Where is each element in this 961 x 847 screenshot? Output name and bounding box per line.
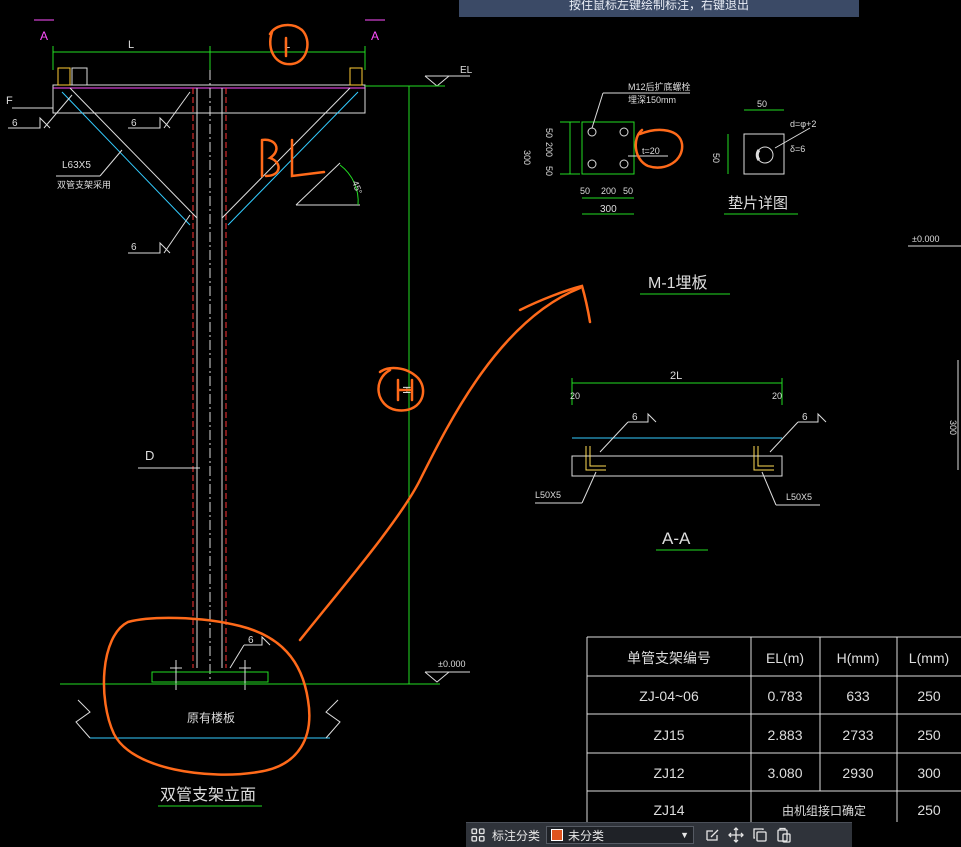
table-cell: ZJ-04~06 [639, 688, 699, 704]
svg-text:50: 50 [544, 128, 554, 138]
table-cell: ZJ15 [653, 727, 684, 743]
section-mark-left: A [40, 29, 48, 43]
brace-note: 双管支架采用 [57, 179, 111, 190]
table-cell: 由机组接口确定 [782, 803, 866, 818]
svg-text:20: 20 [772, 391, 782, 401]
svg-text:6: 6 [632, 412, 638, 423]
elevation-view: A A L L F 6 6 6 [6, 19, 473, 807]
table-cell: 2930 [842, 765, 873, 781]
category-label: 标注分类 [492, 828, 541, 843]
table-cell: 0.783 [767, 688, 802, 704]
embed-plate-detail: 300 50 200 50 50 200 50 300 M12后扩底螺栓 埋深1… [522, 81, 730, 295]
elev-zero-left: ±0.000 [438, 659, 465, 669]
table-header: L(mm) [909, 650, 949, 666]
hint-bar: 按住鼠标左键绘制标注，右键退出 [459, 0, 859, 17]
table-header: H(mm) [837, 650, 880, 666]
label-EL: EL [460, 65, 473, 76]
table-cell: 2733 [842, 727, 873, 743]
aa-title: A-A [662, 529, 691, 548]
bolt-note-1: M12后扩底螺栓 [628, 81, 691, 92]
table-cell: 250 [917, 688, 941, 704]
table-cell: 633 [846, 688, 870, 704]
table-header: EL(m) [766, 650, 804, 666]
paste-icon[interactable] [772, 823, 796, 847]
copy-icon[interactable] [748, 823, 772, 847]
table-header: 单管支架编号 [627, 650, 711, 666]
edit-icon[interactable] [700, 823, 724, 847]
table-cell: ZJ12 [653, 765, 684, 781]
bolt-note-2: 埋深150mm [628, 95, 676, 105]
aa-angle-left: L50X5 [535, 490, 561, 500]
annotation-toolbar: 标注分类 未分类 ▼ [466, 822, 852, 847]
svg-text:300: 300 [522, 150, 532, 165]
move-icon[interactable] [724, 823, 748, 847]
category-color-swatch [551, 829, 564, 841]
hint-text: 按住鼠标左键绘制标注，右键退出 [568, 0, 749, 12]
table-text: 单管支架编号 EL(m) H(mm) L(mm) ZJ-04~06 0.783 … [627, 650, 949, 818]
label-F: F [6, 95, 13, 107]
table-cell: 250 [917, 727, 941, 743]
svg-text:50: 50 [580, 186, 590, 196]
svg-text:6: 6 [12, 118, 18, 129]
washer-delta: δ=6 [790, 144, 805, 154]
svg-text:50: 50 [757, 99, 767, 109]
bracket-table [586, 636, 961, 822]
washer-detail: 50 50 d=φ+2 δ=6 垫片详图 [711, 99, 816, 215]
svg-text:6: 6 [131, 242, 137, 253]
chevron-down-icon: ▼ [680, 830, 690, 840]
table-cell: ZJ14 [653, 802, 684, 818]
svg-text:6: 6 [802, 412, 808, 423]
svg-text:20: 20 [570, 391, 580, 401]
section-mark-right: A [371, 29, 379, 43]
angle-45: 45° [350, 179, 364, 196]
svg-text:200: 200 [544, 142, 554, 157]
elevation-title: 双管支架立面 [160, 786, 256, 804]
plate-thickness: t=20 [642, 146, 660, 156]
svg-text:300: 300 [600, 204, 617, 215]
dim-L-left: L [128, 39, 134, 51]
svg-text:200: 200 [601, 186, 616, 196]
slab-label: 原有楼板 [187, 710, 235, 725]
svg-text:300: 300 [948, 420, 958, 435]
dim-2L: 2L [670, 370, 682, 382]
plate-title: M-1埋板 [648, 274, 708, 292]
section-aa: 2L 20 20 6 6 L50X5 L50X5 A-A [535, 370, 827, 551]
table-cell: 3.080 [767, 765, 802, 781]
label-D: D [145, 448, 154, 463]
svg-text:6: 6 [131, 118, 137, 129]
svg-text:6: 6 [248, 635, 254, 646]
markup-annotations [102, 23, 684, 776]
elev-zero-right: ±0.000 [912, 234, 939, 244]
category-select[interactable]: 未分类 ▼ [546, 826, 695, 844]
category-value: 未分类 [568, 828, 605, 843]
table-cell: 2.883 [767, 727, 802, 743]
apps-grid-icon[interactable] [466, 823, 490, 847]
washer-title: 垫片详图 [728, 195, 788, 212]
table-cell: 250 [917, 802, 941, 818]
table-cell: 300 [917, 765, 941, 781]
aa-angle-right: L50X5 [786, 492, 812, 502]
svg-text:50: 50 [623, 186, 633, 196]
svg-text:50: 50 [544, 166, 554, 176]
washer-d: d=φ+2 [790, 119, 816, 129]
svg-text:50: 50 [711, 153, 721, 163]
brace-size: L63X5 [62, 160, 91, 171]
